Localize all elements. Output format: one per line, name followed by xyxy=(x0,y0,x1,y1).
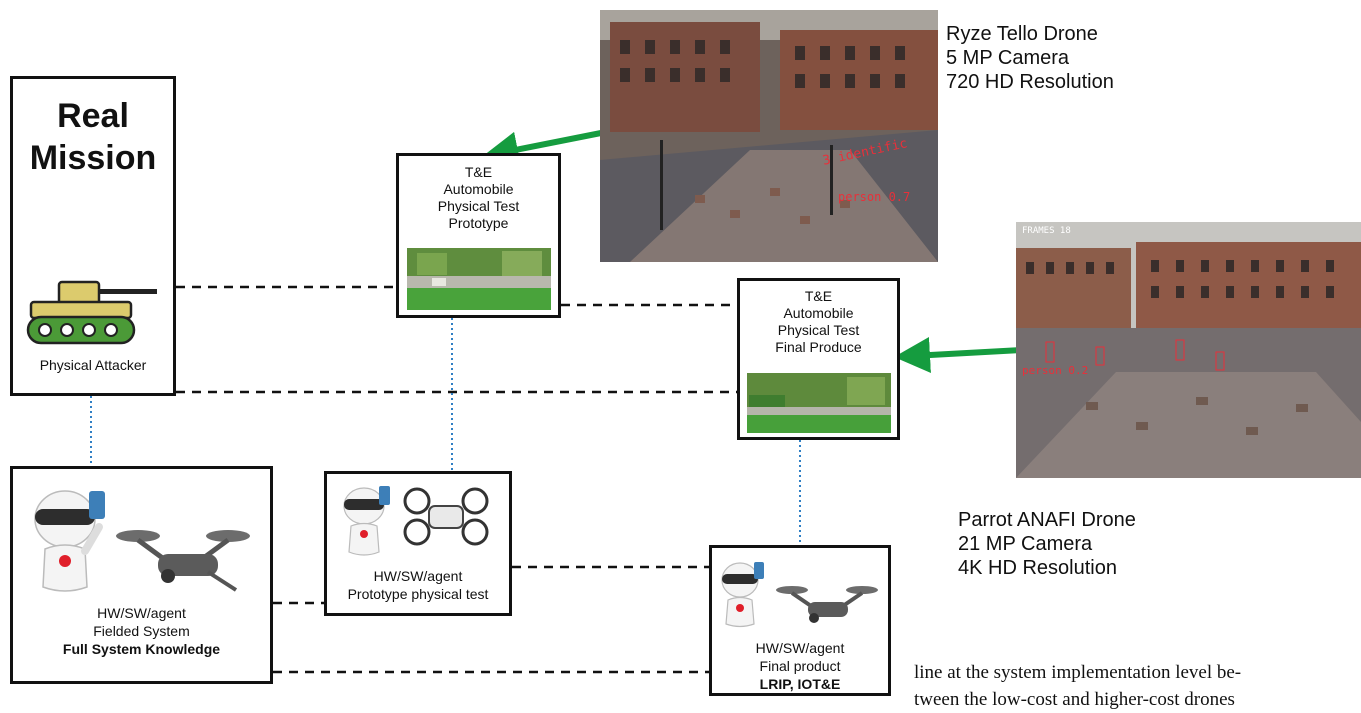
real-mission-title: Real Mission xyxy=(13,95,173,179)
tello-drone-icon xyxy=(403,487,489,546)
agent-final-line3: LRIP, IOT&E xyxy=(712,676,888,693)
agent-fielded-box: HW/SW/agent Fielded System Full System K… xyxy=(10,466,273,684)
agent-fielded-line2: Fielded System xyxy=(93,623,190,639)
anafi-frames-label: FRAMES 18 xyxy=(1022,226,1071,236)
te-prototype-line4: Prototype xyxy=(448,215,509,231)
agent-final-line1: HW/SW/agent xyxy=(755,640,845,656)
anafi-caption-line2: 21 MP Camera xyxy=(958,533,1093,555)
anafi-caption: Parrot ANAFI Drone 21 MP Camera 4K HD Re… xyxy=(958,508,1136,580)
real-mission-title-line1: Real xyxy=(57,97,129,135)
agent-final-box: HW/SW/agent Final product LRIP, IOT&E xyxy=(709,545,891,696)
tello-caption-line1: Ryze Tello Drone xyxy=(946,23,1098,45)
te-final-line2: Automobile xyxy=(783,305,854,321)
green-arrow-tello xyxy=(482,129,607,168)
tello-person-label: person 0.7 xyxy=(838,190,911,204)
agent-fielded-bold: Full System Knowledge xyxy=(62,641,221,657)
anafi-person-label: person 0.2 xyxy=(1022,364,1089,377)
tello-caption-line2: 5 MP Camera xyxy=(946,47,1070,69)
agent-final-line2: Final product xyxy=(759,658,841,674)
test-track-final-photo xyxy=(747,373,891,433)
te-prototype-box: T&E Automobile Physical Test Prototype xyxy=(396,153,561,318)
tank-icon xyxy=(26,280,157,345)
tello-camera-image: 3 identific person 0.7 xyxy=(600,10,938,262)
agent-prototype-line2: Prototype physical test xyxy=(347,586,489,602)
te-prototype-line1: T&E xyxy=(464,164,493,180)
te-final-line1: T&E xyxy=(804,288,833,304)
agent-prototype-line1: HW/SW/agent xyxy=(373,568,463,584)
body-text-line2: tween the low-cost and higher-cost drone… xyxy=(914,689,1235,710)
robot-agent-icon xyxy=(34,490,105,592)
robot-agent-small-icon xyxy=(343,486,390,556)
agent-final-iote: , IOT&E xyxy=(789,676,841,692)
te-prototype-line3: Physical Test xyxy=(437,198,520,214)
connector-layer xyxy=(90,129,1023,674)
te-final-box: T&E Automobile Physical Test Final Produ… xyxy=(737,278,900,440)
real-mission-title-line2: Mission xyxy=(29,139,157,177)
drone-icon xyxy=(116,530,250,592)
te-final-line3: Physical Test xyxy=(777,322,860,338)
anafi-drone-small-icon xyxy=(776,586,878,623)
tello-caption-line3: 720 HD Resolution xyxy=(946,71,1114,93)
physical-attacker-label: Physical Attacker xyxy=(39,357,147,373)
agent-prototype-box: HW/SW/agent Prototype physical test xyxy=(324,471,512,616)
body-text-line1: line at the system implementation level … xyxy=(914,662,1242,683)
te-final-line4: Final Produce xyxy=(775,339,862,355)
anafi-caption-line1: Parrot ANAFI Drone xyxy=(958,509,1136,531)
agent-fielded-line1: HW/SW/agent xyxy=(97,605,186,621)
anafi-camera-image: FRAMES 18 person 0.2 xyxy=(1016,222,1361,478)
te-prototype-line2: Automobile xyxy=(443,181,514,197)
green-arrow-anafi xyxy=(894,337,1023,373)
body-text: line at the system implementation level … xyxy=(914,659,1361,713)
anafi-caption-line3: 4K HD Resolution xyxy=(958,557,1117,579)
agent-fielded-line3: Full System Knowledge xyxy=(13,641,270,658)
robot-agent-final-icon xyxy=(721,562,764,628)
real-mission-box: Real Mission Physical Attacker xyxy=(10,76,176,396)
test-track-photo xyxy=(407,248,551,310)
tello-caption: Ryze Tello Drone 5 MP Camera 720 HD Reso… xyxy=(946,22,1114,94)
agent-final-lrip: LRIP xyxy=(759,676,790,692)
